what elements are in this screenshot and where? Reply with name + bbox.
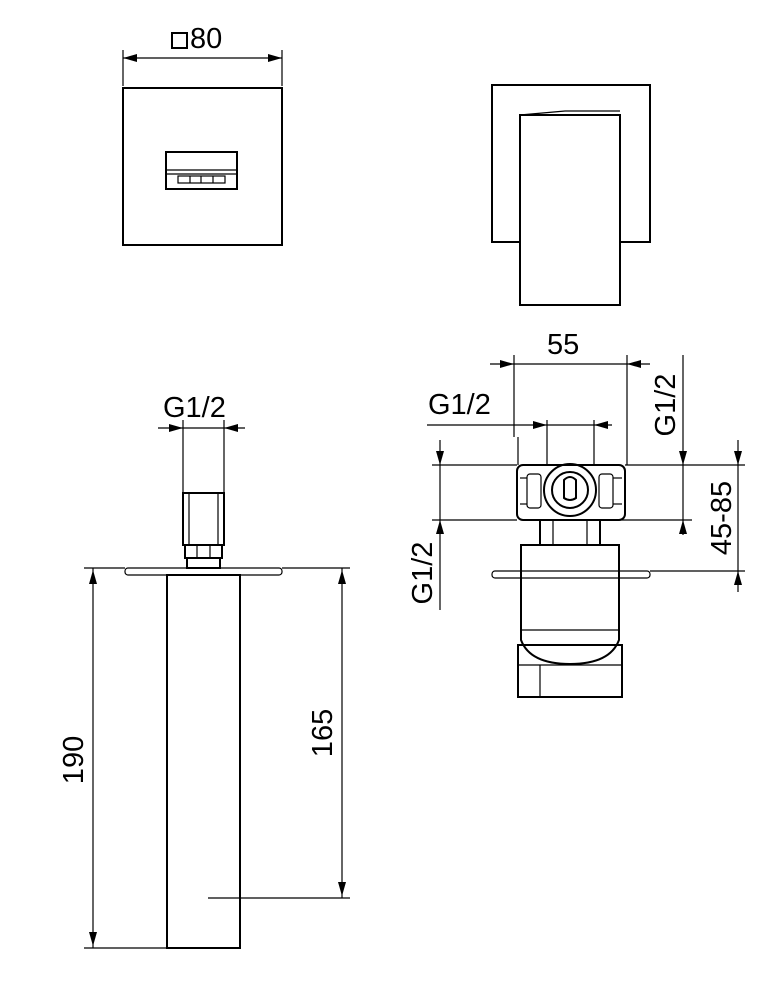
valve-stem (539, 520, 601, 546)
spout-nut (184, 544, 223, 559)
length-190-dimension: 190 (58, 567, 167, 949)
dimension-valve-right-g12: G1/2 (650, 374, 682, 437)
dimension-length-165: 165 (307, 709, 339, 757)
valve-lower-body (520, 544, 620, 666)
wall-plate-edge (124, 567, 283, 576)
dimension-depth-45-85: 45-85 (706, 481, 738, 555)
valve-housing (516, 464, 626, 521)
dimension-valve-inlet-g12: G1/2 (428, 389, 491, 421)
front-view: 80 (122, 23, 283, 246)
valve-right-dimension: G1/2 (600, 355, 692, 535)
valve-port-outer (543, 463, 597, 517)
length-165-dimension: 165 (282, 567, 350, 898)
valve-cartridge (563, 476, 577, 501)
valve-inlet-dimension: G1/2 (427, 389, 612, 429)
dimension-width-80: 80 (190, 23, 222, 55)
valve-wall-plate (491, 570, 651, 579)
valve-left-dimension: G1/2 (407, 440, 517, 610)
spout-body (166, 574, 241, 949)
inlet-dimension: G1/2 (158, 392, 245, 493)
dimension-valve-left-g12: G1/2 (407, 542, 439, 605)
valve-base-block (517, 644, 623, 698)
width-dimension: 80 (122, 23, 283, 86)
wall-plate-outline (122, 87, 283, 246)
valve-body: 55 G1/2 G1/2 G1/2 (407, 329, 745, 698)
spout-profile: G1/2 190 165 (58, 392, 350, 949)
valve-port-inner (551, 471, 589, 509)
dimension-width-55: 55 (547, 329, 579, 361)
dimension-length-190: 190 (58, 736, 90, 784)
width-55-dimension: 55 (490, 329, 650, 465)
square-symbol-icon (171, 32, 188, 49)
depth-dimension: 45-85 (650, 440, 745, 592)
spout-outlet (165, 151, 238, 190)
dimension-inlet-g12: G1/2 (163, 392, 226, 424)
side-view (491, 84, 651, 306)
side-spout-body (519, 114, 621, 306)
